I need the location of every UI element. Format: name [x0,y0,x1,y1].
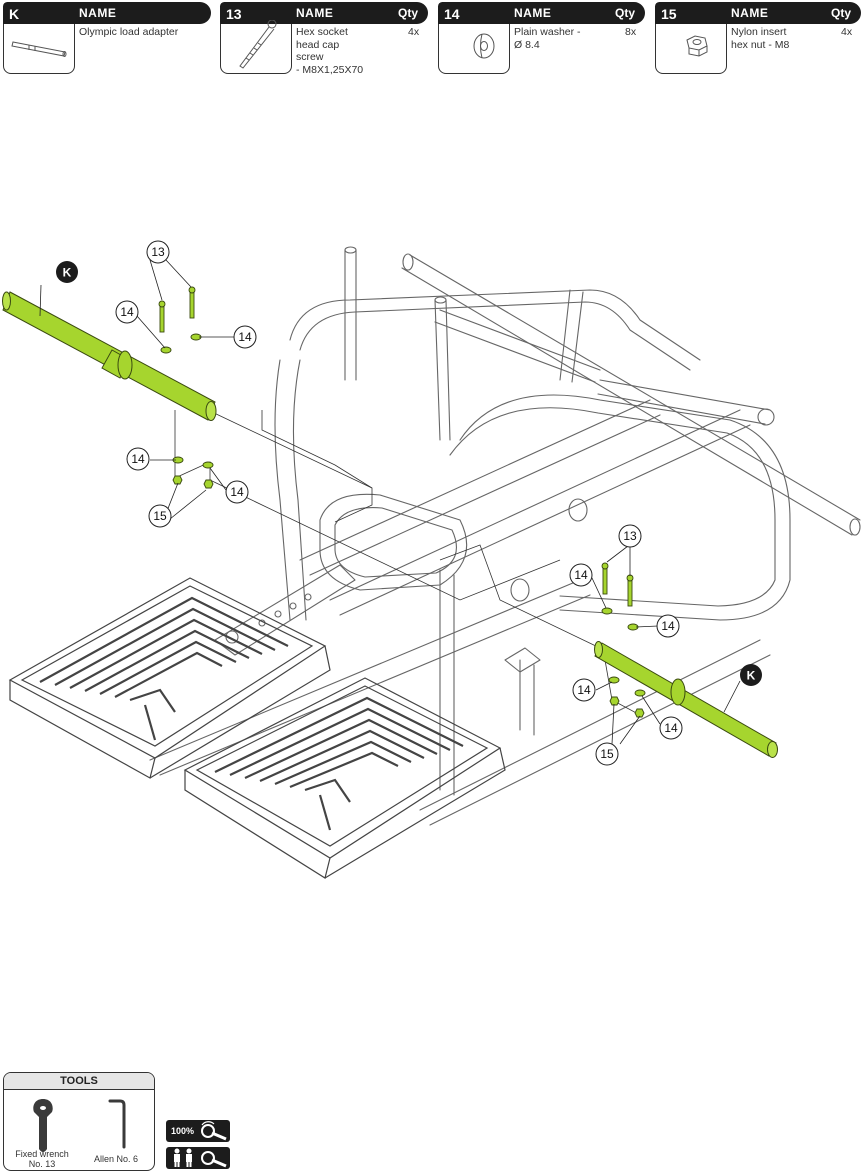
callout-label: 14 [230,485,244,499]
part-name: Plain washer - Ø 8.4 [514,26,581,51]
callout-14-c: 14 [126,447,150,471]
callout-label: 14 [574,568,588,582]
tools-title: TOOLS [4,1073,154,1090]
name-header: NAME [296,6,334,20]
wrench-tighten-icon [201,1151,227,1168]
part-id: 14 [444,6,460,22]
callout-k-right: K [740,664,762,686]
callout-label: 15 [600,747,614,761]
callout-leaders [39,259,741,745]
part-header: 13 NAME Qty [220,2,428,24]
callout-14-f: 14 [656,614,680,638]
part-qty: 8x [625,26,637,38]
callout-14-b: 14 [233,325,257,349]
part-qty: 4x [408,26,420,38]
part-name-line: - M8X1,25X70 [296,63,364,76]
machine-frame [149,246,861,826]
callout-label: 13 [623,529,637,543]
callout-13-right: 13 [618,524,642,548]
name-header: NAME [79,6,117,20]
part-id: K [9,6,20,22]
left-load-adapter [2,291,217,421]
callout-label: 13 [151,245,165,259]
callout-label: K [747,669,756,683]
part-card-k: K NAME Olympic load adapter [3,2,211,74]
callout-14-e: 14 [569,563,593,587]
right-footplate [183,677,506,879]
qty-header: Qty [614,6,635,20]
two-person-badge [166,1147,230,1169]
part-id: 13 [226,6,242,22]
tools-box: TOOLS Fixed wrench No. 13 Allen No. 6 [3,1072,155,1171]
tool-label-wrench: Fixed wrench No. 13 [6,1149,78,1169]
tool-label-line: No. 13 [28,1159,56,1169]
part-name-line: Plain washer - [514,26,581,38]
callout-14-a: 14 [115,300,139,324]
tool-label-line: Allen No. 6 [93,1154,139,1164]
qty-header: Qty [830,6,851,20]
part-name-line: Nylon insert [731,26,787,38]
callout-15-left: 15 [148,504,172,528]
assembly-guide-lines [174,410,641,716]
part-header: K NAME [3,2,211,24]
part-card-15: 15 NAME Qty Nylon insert hex nut - M8 4x [655,2,861,74]
part-name: Nylon insert hex nut - M8 [731,26,789,51]
part-name-line: screw [296,51,324,63]
callout-13-left: 13 [146,240,170,264]
callout-14-g: 14 [572,678,596,702]
part-id: 15 [661,6,677,22]
callout-15-right: 15 [595,742,619,766]
callout-14-d: 14 [225,480,249,504]
left-footplate [8,577,331,779]
qty-header: Qty [397,6,418,20]
hex-nut-icon [686,35,708,57]
two-persons-icon [174,1148,192,1167]
name-header: NAME [514,6,552,20]
screws-washers-nuts [158,286,646,718]
tool-label-allen: Allen No. 6 [82,1154,150,1164]
part-name: Olympic load adapter [79,26,178,39]
name-header: NAME [731,6,769,20]
callout-label: 14 [661,619,675,633]
part-card-13: 13 NAME Qty Hex socket head cap screw - … [220,2,428,76]
part-qty: 4x [841,26,853,38]
allen-key-icon [108,1099,126,1149]
load-adapter-icon [11,41,67,57]
part-name-line: Hex socket [296,26,348,38]
part-name-line: hex nut - M8 [731,38,790,51]
full-tighten-badge: 100% [166,1120,230,1142]
callout-label: 15 [153,509,167,523]
part-header: 15 NAME Qty [655,2,861,24]
plain-washer-icon [473,33,495,59]
callout-label: 14 [120,305,134,319]
tighten-label: 100% [171,1126,195,1136]
part-name-line: Olympic load adapter [79,26,179,38]
callout-14-h: 14 [659,716,683,740]
callout-label: K [63,266,72,280]
callout-label: 14 [664,721,678,735]
callout-k-left: K [56,261,78,283]
part-name: Hex socket head cap screw - M8X1,25X70 [296,26,363,76]
callout-label: 14 [577,683,591,697]
part-header: 14 NAME Qty [438,2,645,24]
hex-socket-screw-icon [239,20,277,69]
part-card-14: 14 NAME Qty Plain washer - Ø 8.4 8x [438,2,645,74]
wrench-icon [33,1099,53,1152]
tool-label-line: Fixed wrench [15,1149,69,1159]
callout-label: 14 [131,452,145,466]
part-name-line: Ø 8.4 [514,38,540,51]
part-name-line: head cap [296,38,340,51]
callout-label: 14 [238,330,252,344]
wrench-tighten-icon [201,1121,227,1141]
right-load-adapter [594,641,778,758]
